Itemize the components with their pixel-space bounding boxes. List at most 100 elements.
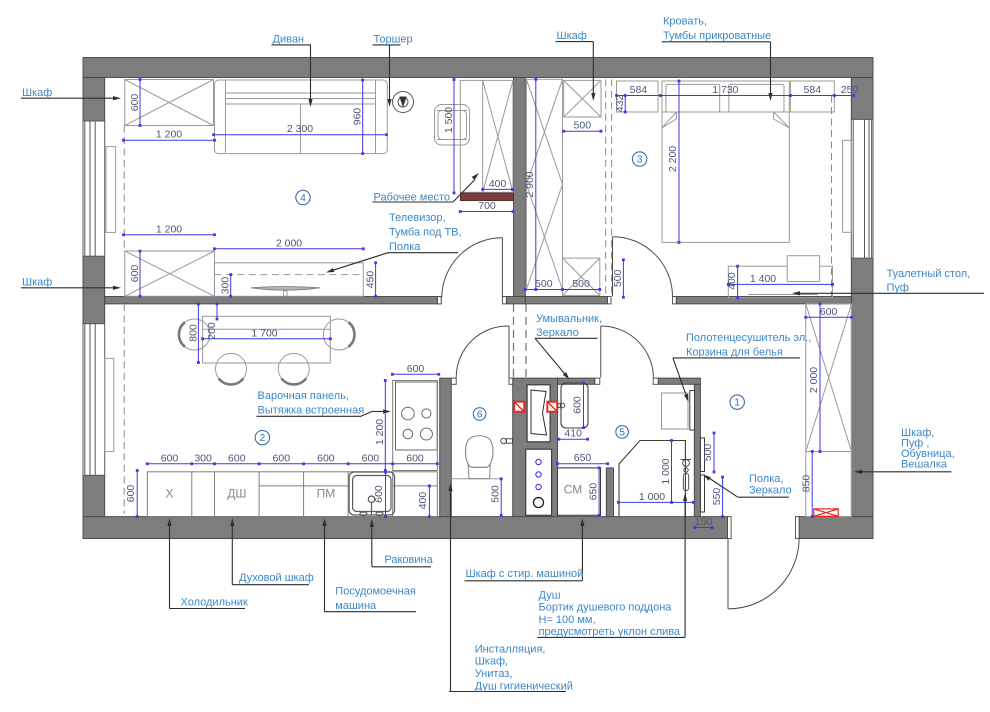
svg-text:Инсталляция,: Инсталляция, — [475, 643, 546, 655]
svg-text:Пуф: Пуф — [887, 282, 909, 294]
svg-text:ПМ: ПМ — [317, 487, 336, 501]
svg-text:410: 410 — [564, 428, 582, 440]
svg-text:500: 500 — [490, 485, 502, 503]
svg-text:предусмотреть уклон слива: предусмотреть уклон слива — [539, 626, 681, 638]
svg-text:Обувница,: Обувница, — [901, 448, 955, 460]
svg-text:2 900: 2 900 — [524, 171, 536, 197]
svg-text:600: 600 — [406, 452, 424, 464]
svg-text:Бортик душевого поддона: Бортик душевого поддона — [539, 602, 673, 614]
svg-text:Тумбы прикроватные: Тумбы прикроватные — [663, 30, 771, 42]
svg-text:650: 650 — [587, 483, 599, 501]
svg-text:1 400: 1 400 — [750, 273, 776, 285]
svg-text:Шкаф: Шкаф — [22, 276, 52, 288]
svg-text:2 000: 2 000 — [808, 367, 820, 393]
svg-text:300: 300 — [194, 452, 212, 464]
svg-text:Туалетный стол,: Туалетный стол, — [887, 268, 971, 280]
svg-text:Н= 100 мм,: Н= 100 мм, — [539, 614, 596, 626]
svg-text:400: 400 — [726, 272, 738, 290]
svg-text:200: 200 — [206, 322, 218, 340]
svg-text:600: 600 — [572, 396, 584, 414]
svg-text:400: 400 — [489, 178, 507, 190]
svg-text:584: 584 — [804, 84, 822, 96]
svg-text:1 200: 1 200 — [156, 129, 182, 141]
svg-text:960: 960 — [352, 108, 364, 126]
svg-text:Холодильник: Холодильник — [181, 597, 248, 609]
svg-text:600: 600 — [273, 452, 291, 464]
svg-text:250: 250 — [841, 84, 859, 96]
svg-text:432: 432 — [614, 95, 626, 113]
svg-text:Полка: Полка — [389, 241, 421, 253]
svg-text:1 700: 1 700 — [251, 327, 277, 339]
svg-text:600: 600 — [161, 452, 179, 464]
svg-text:Унитаз,: Унитаз, — [475, 668, 513, 680]
svg-text:Торшер: Торшер — [374, 34, 413, 46]
svg-text:Телевизор,: Телевизор, — [389, 212, 446, 224]
svg-text:600: 600 — [125, 485, 137, 503]
svg-text:1 200: 1 200 — [374, 419, 386, 445]
svg-text:Шкаф,: Шкаф, — [901, 427, 934, 439]
svg-text:400: 400 — [417, 492, 429, 510]
svg-text:500: 500 — [612, 269, 624, 287]
svg-text:1 000: 1 000 — [639, 491, 665, 503]
svg-text:1 000: 1 000 — [660, 458, 672, 484]
svg-text:Полка,: Полка, — [749, 473, 783, 485]
svg-text:600: 600 — [317, 452, 335, 464]
svg-text:Шкаф,: Шкаф, — [475, 656, 508, 668]
svg-text:2 200: 2 200 — [667, 146, 679, 172]
svg-text:Х: Х — [165, 487, 173, 501]
svg-text:2 300: 2 300 — [287, 123, 313, 135]
svg-text:600: 600 — [129, 94, 141, 112]
svg-text:1 730: 1 730 — [712, 84, 738, 96]
svg-text:500: 500 — [702, 444, 714, 462]
svg-text:Душ: Душ — [539, 589, 561, 601]
svg-text:Варочная панель,: Варочная панель, — [258, 390, 350, 402]
svg-text:4: 4 — [300, 193, 306, 204]
svg-text:1 500: 1 500 — [443, 107, 455, 133]
svg-text:Тумба под ТВ,: Тумба под ТВ, — [389, 227, 462, 239]
svg-text:ДШ: ДШ — [227, 487, 246, 501]
svg-text:Шкаф с стир. машиной: Шкаф с стир. машиной — [466, 568, 584, 580]
svg-text:650: 650 — [574, 452, 592, 464]
svg-text:6: 6 — [477, 410, 483, 421]
svg-text:500: 500 — [535, 278, 553, 290]
svg-text:Душ гигиенический: Душ гигиенический — [475, 681, 573, 693]
svg-text:600: 600 — [362, 452, 380, 464]
svg-text:450: 450 — [364, 271, 376, 289]
svg-text:3: 3 — [637, 155, 643, 166]
svg-text:Полотенцесушитель эл.,: Полотенцесушитель эл., — [686, 332, 811, 344]
svg-text:1 200: 1 200 — [156, 223, 182, 235]
svg-text:СМ: СМ — [564, 483, 583, 497]
svg-text:2 000: 2 000 — [276, 237, 302, 249]
svg-text:2: 2 — [260, 433, 266, 444]
svg-text:Зеркало: Зеркало — [536, 327, 579, 339]
svg-text:Корзина для белья: Корзина для белья — [686, 346, 783, 358]
svg-text:800: 800 — [187, 324, 199, 342]
svg-text:Раковина: Раковина — [384, 554, 433, 566]
svg-text:Диван: Диван — [273, 34, 305, 46]
svg-text:600: 600 — [129, 265, 141, 283]
svg-text:Шкаф: Шкаф — [22, 87, 52, 99]
svg-text:550: 550 — [711, 488, 723, 506]
svg-text:Зеркало: Зеркало — [749, 485, 792, 497]
svg-text:600: 600 — [373, 485, 385, 503]
svg-text:Вытяжка встроенная: Вытяжка встроенная — [258, 405, 365, 417]
svg-text:150: 150 — [695, 516, 713, 528]
svg-text:Пуф ,: Пуф , — [901, 437, 929, 449]
svg-text:700: 700 — [478, 200, 496, 212]
svg-text:600: 600 — [228, 452, 246, 464]
svg-text:500: 500 — [572, 278, 590, 290]
svg-text:850: 850 — [800, 475, 812, 493]
svg-text:машина: машина — [335, 600, 377, 612]
svg-text:Вешалка: Вешалка — [901, 458, 948, 470]
svg-text:Духовой шкаф: Духовой шкаф — [239, 572, 314, 584]
svg-text:584: 584 — [630, 84, 648, 96]
svg-text:Посудомоечная: Посудомоечная — [335, 586, 416, 598]
svg-text:5: 5 — [619, 427, 625, 438]
svg-text:Кровать,: Кровать, — [663, 16, 707, 28]
svg-text:600: 600 — [820, 306, 838, 318]
svg-text:500: 500 — [574, 120, 592, 132]
svg-text:Умывальник,: Умывальник, — [536, 313, 602, 325]
svg-text:Шкаф: Шкаф — [557, 30, 587, 42]
svg-text:600: 600 — [407, 363, 425, 375]
svg-text:Рабочее место: Рабочее место — [374, 192, 451, 204]
